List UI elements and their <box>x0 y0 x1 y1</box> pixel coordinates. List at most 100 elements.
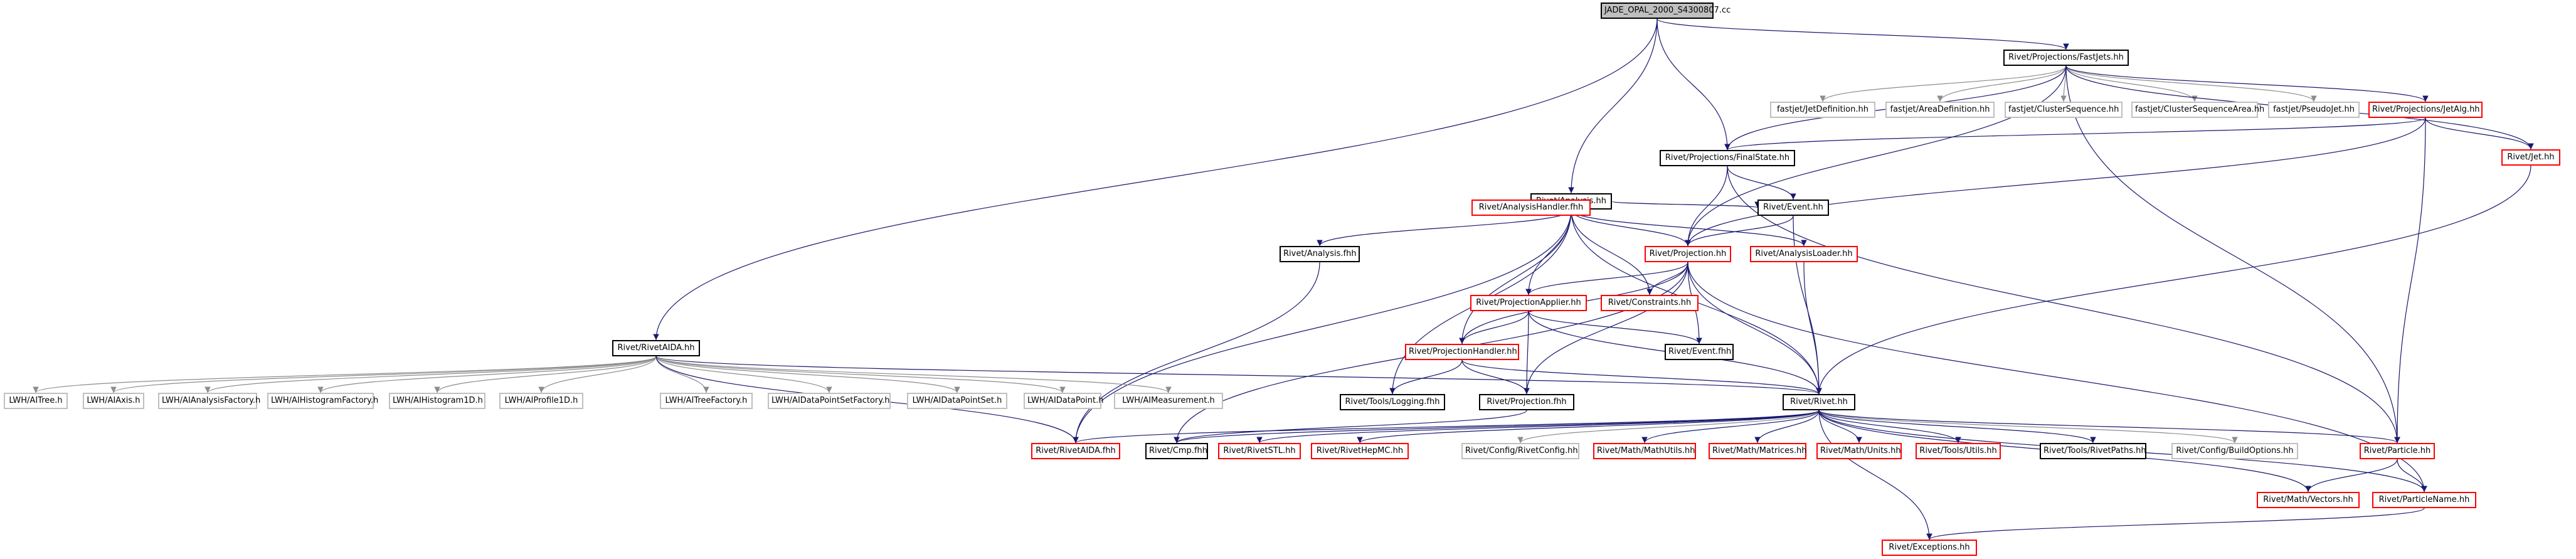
edge-projectionhandler-to-toolslogging <box>1389 359 1463 395</box>
node-rivethepmc[interactable]: Rivet/RivetHepMC.hh <box>1311 443 1409 459</box>
edge-projectionapplier-to-eventf <box>1528 311 1702 344</box>
node-clusterseqarea[interactable]: fastjet/ClusterSequenceArea.hh <box>2131 102 2264 118</box>
edge-fastjets-to-projection <box>1685 65 2067 247</box>
node-toolspaths[interactable]: Rivet/Tools/RivetPaths.hh <box>2040 443 2146 459</box>
node-analysisf[interactable]: Rivet/Analysis.fhh <box>1280 246 1360 262</box>
node-projectionapplier[interactable]: Rivet/ProjectionApplier.hh <box>1470 295 1587 311</box>
edge-rivethh-to-mathutils <box>1641 410 1820 444</box>
edge-rivethh-to-rivetstl <box>1256 410 1820 444</box>
node-root[interactable]: JADE_OPAL_2000_S4300807.cc <box>1601 3 1731 19</box>
edge-projection-to-rivethh <box>1687 262 1822 395</box>
node-finalstate[interactable]: Rivet/Projections/FinalState.hh <box>1660 150 1795 166</box>
edge-rivetaida-to-lianalysisfactory <box>204 356 657 393</box>
node-rivetaida[interactable]: Rivet/RivetAIDA.hh <box>612 340 700 356</box>
node-rivethh[interactable]: Rivet/Rivet.hh <box>1783 394 1855 410</box>
edge-analysisf-to-rivetaidaf <box>1073 262 1320 444</box>
node-litree[interactable]: LWH/AITree.h <box>4 393 68 409</box>
edge-rivetaida-to-lidp <box>655 356 1066 393</box>
node-analysishandlerf[interactable]: Rivet/AnalysisHandler.fhh <box>1471 200 1591 216</box>
node-pseudojet[interactable]: fastjet/PseudoJet.hh <box>2268 102 2360 118</box>
node-lianalysisfactory[interactable]: LWH/AIAnalysisFactory.h <box>158 393 260 409</box>
node-toolslogging[interactable]: Rivet/Tools/Logging.fhh <box>1340 394 1445 410</box>
edge-projectionhandler-to-projectionf <box>1461 359 1530 395</box>
edge-fastjets-to-jetalg <box>2065 65 2429 102</box>
edge-root-to-analysis <box>1568 18 1658 194</box>
edge-jetalg-to-finalstate <box>1724 117 2426 151</box>
edge-fastjets-to-particle <box>2065 65 2400 444</box>
edge-projectionf-to-cmpf <box>1174 410 1527 444</box>
node-cmpf[interactable]: Rivet/Cmp.fhh <box>1145 443 1208 459</box>
node-projectionf[interactable]: Rivet/Projection.fhh <box>1479 394 1574 410</box>
edge-finalstate-to-particle <box>1727 166 2400 444</box>
edge-event-to-projection <box>1685 215 1794 247</box>
edge-fastjets-to-clusterseqarea <box>2065 65 2198 102</box>
edge-analysisloader-to-rivethh <box>1803 262 1822 395</box>
node-jetdef[interactable]: fastjet/JetDefinition.hh <box>1770 102 1875 118</box>
node-fastjets[interactable]: Rivet/Projections/FastJets.hh <box>2003 50 2129 66</box>
edge-rivetaida-to-liaxis <box>110 356 657 393</box>
edge-particle-to-particlename <box>2397 459 2427 492</box>
edge-rivethh-to-toolspaths <box>1818 410 2096 444</box>
edge-particlename-to-exceptions <box>1926 508 2425 540</box>
edge-analysis-to-analysisloader <box>1571 209 1807 247</box>
node-exceptions[interactable]: Rivet/Exceptions.hh <box>1882 540 1977 556</box>
node-event[interactable]: Rivet/Event.hh <box>1757 200 1829 216</box>
edge-projectionhandler-to-rivethh <box>1461 359 1822 395</box>
node-rivetconfig[interactable]: Rivet/Config/RivetConfig.hh <box>1461 443 1579 459</box>
node-rivetstl[interactable]: Rivet/RivetSTL.hh <box>1218 443 1301 459</box>
edge-particle-to-mathvectors <box>2305 459 2398 492</box>
node-mathmatrices[interactable]: Rivet/Math/Matrices.hh <box>1709 443 1806 459</box>
edge-jetalg-to-particle <box>2394 117 2426 444</box>
edge-fastjets-to-jetdef <box>1820 65 2067 102</box>
edge-layer <box>33 18 2534 540</box>
node-eventf[interactable]: Rivet/Event.fhh <box>1665 344 1734 360</box>
node-lidpsfactory[interactable]: LWH/AIDataPointSetFactory.h <box>768 393 891 409</box>
node-areadef[interactable]: fastjet/AreaDefinition.hh <box>1885 102 1995 118</box>
node-jet[interactable]: Rivet/Jet.hh <box>2501 149 2560 166</box>
edge-jet-to-rivethh <box>1816 165 2531 395</box>
node-lihistfactory[interactable]: LWH/AIHistogramFactory.h <box>267 393 378 409</box>
node-litreefactory[interactable]: LWH/AITreeFactory.h <box>660 393 753 409</box>
edge-rivethh-to-exceptions <box>1818 410 1932 540</box>
edge-rivethh-to-mathmatrices <box>1754 410 1820 444</box>
node-particlename[interactable]: Rivet/ParticleName.hh <box>2372 492 2476 508</box>
node-projection[interactable]: Rivet/Projection.hh <box>1645 246 1731 262</box>
node-constraints[interactable]: Rivet/Constraints.hh <box>1601 295 1699 311</box>
edge-rivethh-to-mathunits <box>1818 410 1862 444</box>
edge-rivetaida-to-lidpsfactory <box>655 356 832 393</box>
edge-analysis-to-constraints <box>1571 209 1653 295</box>
edge-rivetaida-to-lihist1d <box>434 356 657 393</box>
node-mathunits[interactable]: Rivet/Math/Units.hh <box>1816 443 1902 459</box>
node-particle[interactable]: Rivet/Particle.hh <box>2360 443 2435 459</box>
edge-analysis-to-projectionapplier <box>1525 209 1572 295</box>
node-lidp[interactable]: LWH/AIDataPoint.h <box>1024 393 1103 409</box>
edge-finalstate-to-event <box>1727 166 1796 200</box>
node-limeasurement[interactable]: LWH/AIMeasurement.h <box>1114 393 1223 409</box>
edge-rivetaida-to-lihistfactory <box>317 356 657 393</box>
edge-rivethh-to-rivethepmc <box>1357 410 1820 444</box>
edge-root-to-fastjets <box>1656 18 2069 50</box>
edge-rivetaida-to-liprofile1d <box>538 356 657 393</box>
node-projectionhandler[interactable]: Rivet/ProjectionHandler.hh <box>1405 344 1519 360</box>
edge-rivethh-to-cmpf <box>1174 410 1820 444</box>
edge-root-to-finalstate <box>1656 18 1731 151</box>
node-toolsutils[interactable]: Rivet/Tools/Utils.hh <box>1916 443 2001 459</box>
node-rivetaidaf[interactable]: Rivet/RivetAIDA.fhh <box>1031 443 1120 459</box>
node-liprofile1d[interactable]: LWH/AIProfile1D.h <box>499 393 583 409</box>
node-lihist1d[interactable]: LWH/AIHistogram1D.h <box>389 393 485 409</box>
node-mathvectors[interactable]: Rivet/Math/Vectors.hh <box>2257 492 2360 508</box>
node-buildoptions[interactable]: Rivet/Config/BuildOptions.hh <box>2171 443 2298 459</box>
node-liaxis[interactable]: LWH/AIAxis.h <box>83 393 144 409</box>
node-lidpset[interactable]: LWH/AIDataPointSet.h <box>907 393 1007 409</box>
node-analysisloader[interactable]: Rivet/AnalysisLoader.hh <box>1750 246 1858 262</box>
edge-fastjets-to-pseudojet <box>2065 65 2317 102</box>
node-jetalg[interactable]: Rivet/Projections/JetAlg.hh <box>2368 102 2483 118</box>
edge-rivetaida-to-lidpset <box>655 356 960 393</box>
edge-rivetaida-to-litreefactory <box>655 356 709 393</box>
edge-jetalg-to-jet <box>2425 117 2534 150</box>
edge-finalstate-to-projection <box>1685 166 1728 247</box>
node-clusterseq[interactable]: fastjet/ClusterSequence.hh <box>2005 102 2123 118</box>
node-mathutils[interactable]: Rivet/Math/MathUtils.hh <box>1593 443 1696 459</box>
edge-analysis-to-projectionhandler <box>1459 209 1572 344</box>
